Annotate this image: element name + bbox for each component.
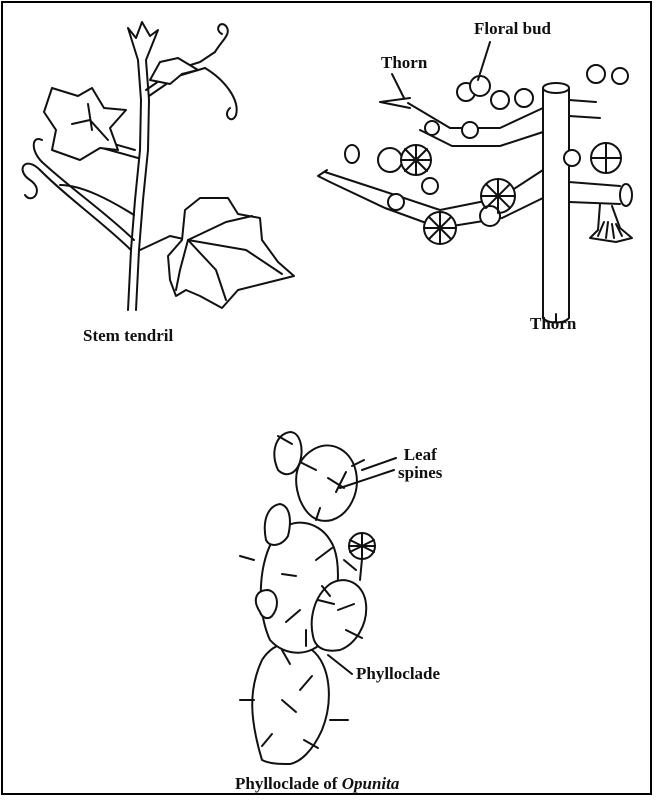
leaf-spines-label-line1: Leaf xyxy=(398,446,442,464)
thorn-top-label: Thorn xyxy=(381,54,427,72)
caption-species: Opunita xyxy=(342,774,400,793)
thorn-branch-illustration xyxy=(318,65,632,323)
phylloclade-label: Phylloclade xyxy=(356,665,440,683)
phylloclade-of-opunita-caption: Phylloclade of Opunita xyxy=(235,775,399,793)
opunita-phylloclade-illustration xyxy=(240,432,396,764)
caption-prefix: Phylloclade of xyxy=(235,774,342,793)
stem-tendril-illustration xyxy=(23,22,294,310)
stem-tendril-label: Stem tendril xyxy=(83,327,173,345)
floral-bud-leader xyxy=(478,42,490,80)
leaf-spines-label: Leaf spines xyxy=(398,446,442,482)
thorn-bottom-label: Thorn xyxy=(530,315,576,333)
thorn-top-leader xyxy=(392,74,404,98)
leaf-spines-label-line2: spines xyxy=(398,464,442,482)
floral-bud-label: Floral bud xyxy=(474,20,551,38)
